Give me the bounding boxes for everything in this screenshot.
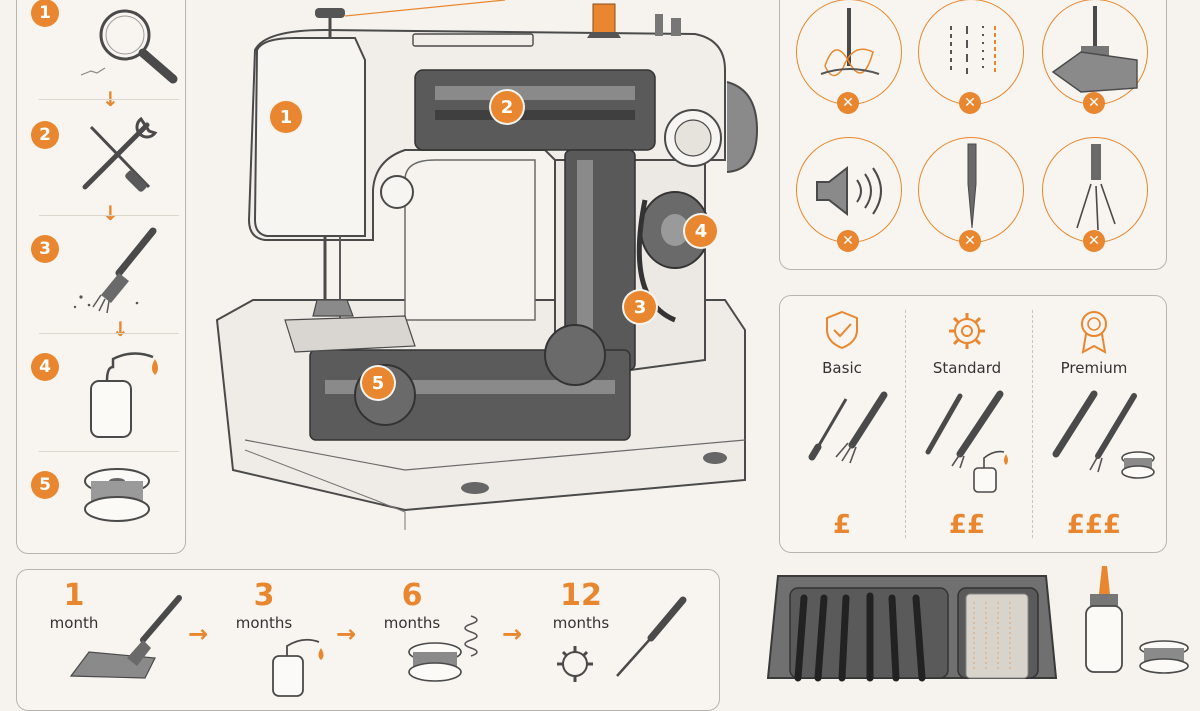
tier-label-basic: Basic: [822, 359, 862, 377]
oil-bottle-icon: [90, 352, 158, 438]
bent-needle-icon: [967, 143, 977, 229]
problem-status-4: ✕: [837, 230, 859, 252]
oil-bottle-icon: [272, 638, 324, 697]
schedule-unit-3: months: [235, 614, 293, 632]
problem-status-6: ✕: [1083, 230, 1105, 252]
tier-divider: [905, 310, 906, 538]
schedule-unit-12: months: [552, 614, 610, 632]
schedule-unit-6: months: [383, 614, 441, 632]
gear-screwdriver-icon: [557, 596, 687, 682]
step-number-1: 1: [31, 0, 59, 27]
thread-tangle-icon: [820, 8, 880, 77]
problem-broken-needle: [1042, 137, 1148, 243]
steps-panel: 1 ↓ 2 ↓ 3 ↓ 4 5: [16, 0, 186, 554]
bobbin-spring-icon: [408, 615, 478, 682]
schedule-number-3: 3: [253, 578, 275, 613]
schedule-number-12: 12: [560, 578, 602, 613]
tier-price-standard: ££: [948, 510, 986, 540]
schedule-arrow-1: →: [188, 620, 209, 648]
tier-price-basic: £: [832, 510, 852, 540]
problem-skipped-stitches: [918, 0, 1024, 105]
magnifier-icon: [80, 9, 178, 84]
bobbin-icon: [84, 468, 150, 522]
step-number-4: 4: [31, 353, 59, 381]
screwdriver-brush-icon: [808, 391, 888, 464]
schedule-panel: 1 month → 3 months → 6 months → 12 month…: [16, 569, 720, 711]
sewing-machine-illustration: [215, 0, 759, 530]
schedule-number-1: 1: [63, 578, 85, 613]
part-marker-1: 1: [270, 101, 302, 133]
step-number-3: 3: [31, 235, 59, 263]
problem-status-2: ✕: [959, 92, 981, 114]
problem-status-5: ✕: [959, 230, 981, 252]
problems-panel: ✕ ✕ ✕ ✕ ✕: [779, 0, 1167, 270]
brush-icon: [73, 227, 157, 314]
oil-bottle-icon: [1085, 566, 1123, 673]
brush-icon: [69, 595, 182, 679]
broken-needle-icon: [1076, 144, 1116, 231]
step-divider: [39, 99, 179, 100]
tools-oil-icon: [925, 390, 1008, 493]
step-arrow-2: ↓: [102, 201, 119, 225]
step-divider: [39, 333, 179, 334]
schedule-number-6: 6: [401, 578, 423, 613]
premium-tools-icon: [1052, 390, 1155, 479]
tier-price-premium: £££: [1066, 510, 1122, 540]
tier-label-standard: Standard: [932, 359, 1002, 377]
problem-bent-needle: [918, 137, 1024, 243]
tier-divider: [1032, 310, 1033, 538]
part-marker-2: 2: [491, 91, 523, 123]
award-ribbon-icon: [1081, 311, 1107, 354]
gear-icon: [949, 313, 985, 349]
problem-fabric-jam: [1042, 0, 1148, 105]
bobbin-icon: [1139, 640, 1189, 674]
problem-status-1: ✕: [837, 92, 859, 114]
fabric-jam-icon: [1051, 6, 1138, 93]
step-arrow-3: ↓: [112, 317, 129, 341]
problem-thread-tangle: [796, 0, 902, 105]
noise-speaker-icon: [816, 165, 882, 217]
problem-noise: [796, 137, 902, 243]
step-divider: [39, 451, 179, 452]
step-divider: [39, 215, 179, 216]
tiers-panel: Basic £ Standard ££ Premium £££: [779, 295, 1167, 553]
part-marker-4: 4: [685, 215, 717, 247]
schedule-arrow-2: →: [336, 620, 357, 648]
schedule-unit-1: month: [49, 614, 99, 632]
wrench-screwdriver-icon: [82, 116, 158, 192]
part-marker-5: 5: [362, 367, 394, 399]
schedule-arrow-3: →: [502, 620, 523, 648]
skipped-stitches-icon: [950, 26, 996, 74]
tool-tray-illustration: [766, 575, 1058, 682]
problem-status-3: ✕: [1083, 92, 1105, 114]
tier-label-premium: Premium: [1060, 359, 1128, 377]
part-marker-3: 3: [624, 291, 656, 323]
step-number-5: 5: [31, 471, 59, 499]
shield-check-icon: [826, 310, 858, 350]
step-number-2: 2: [31, 121, 59, 149]
